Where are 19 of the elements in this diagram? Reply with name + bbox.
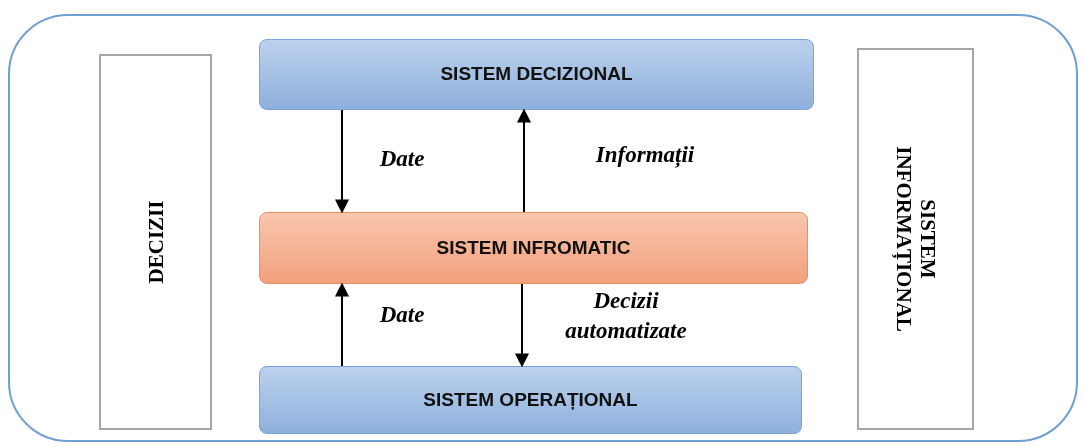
arrow: [335, 282, 349, 367]
edge-label: Decizii automatizate: [564, 287, 688, 345]
process-box: [259, 366, 802, 434]
edge-label: Informații: [594, 141, 696, 170]
side-panel: [857, 48, 974, 430]
box-title: SISTEM INFROMATIC: [436, 235, 631, 260]
process-box: [259, 39, 814, 110]
side-panel: [99, 54, 212, 430]
frame-box: [8, 14, 1078, 442]
arrow: [335, 109, 349, 214]
panel-title: DECIZII: [143, 199, 168, 286]
box-title: SISTEM OPERAȚIONAL: [423, 387, 638, 412]
panel-title: SISTEM INFORMAȚIONAL: [891, 145, 940, 334]
edge-label: Date: [378, 301, 426, 329]
process-box: [259, 212, 808, 284]
arrow: [517, 108, 531, 213]
arrow: [515, 283, 529, 368]
box-title: SISTEM DECIZIONAL: [440, 62, 633, 87]
edge-label: Date: [378, 145, 426, 173]
